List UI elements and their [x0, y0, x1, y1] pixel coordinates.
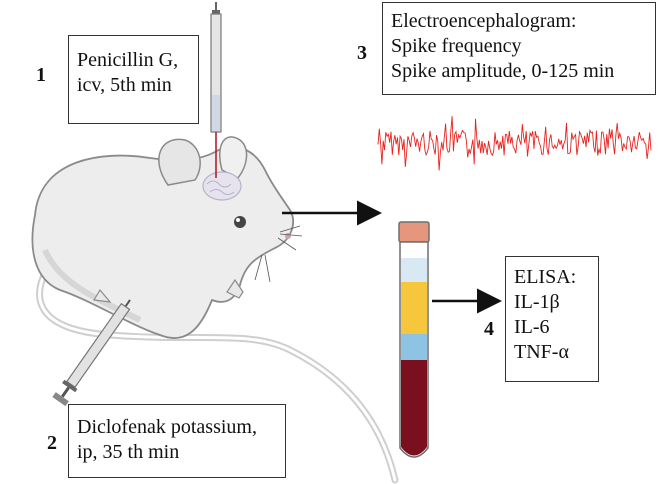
blood-tube: [398, 221, 430, 458]
eeg-trace: [377, 116, 652, 171]
step-4-line-1: ELISA:: [514, 266, 577, 288]
eeg-signal-line: [377, 116, 652, 171]
step-3-line-2: Spike frequency: [391, 35, 522, 57]
step-1-line-1: Penicillin G,: [77, 49, 179, 71]
step-2-box: Diclofenak potassium, ip, 35 th min: [68, 404, 286, 478]
step-1-line-2: icv, 5th min: [77, 74, 172, 96]
step-2-number: 2: [47, 432, 57, 454]
icv-syringe-icon: [210, 2, 222, 178]
step-3-line-3: Spike amplitude, 0-125 min: [391, 60, 615, 82]
step-4-line-2: IL-1β: [514, 291, 560, 313]
ip-syringe-icon: [52, 299, 131, 407]
step-1-number: 1: [36, 64, 46, 86]
mouse-ear-back: [158, 138, 201, 186]
step-3-line-1: Electroencephalogram:: [391, 10, 577, 32]
step-4-number: 4: [484, 318, 494, 340]
step-4-line-3: IL-6: [514, 316, 550, 338]
mouse-eye: [234, 216, 246, 228]
step-1-box: Penicillin G, icv, 5th min: [68, 35, 199, 124]
step-2-line-2: ip, 35 th min: [77, 441, 180, 463]
step-4-line-4: TNF-α: [514, 341, 569, 363]
step-4-box: ELISA: IL-1β IL-6 TNF-α: [505, 256, 599, 382]
step-2-line-1: Diclofenak potassium,: [77, 416, 257, 438]
mouse-ear-front: [219, 136, 248, 179]
step-3-number: 3: [357, 42, 367, 64]
step-3-box: Electroencephalogram: Spike frequency Sp…: [382, 2, 656, 95]
